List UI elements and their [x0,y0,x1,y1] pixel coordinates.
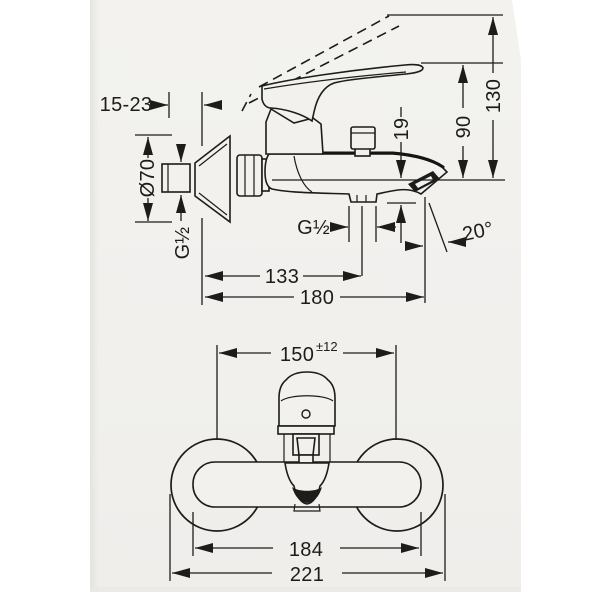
escutcheon-inner-line-bottom [198,192,228,216]
lever-raised-dashed-outline [241,15,400,112]
side-view-drawing: 15-23 Ø70 G½ 19 90 130 G½ 20° 133 180 [100,14,505,309]
dim-label-body-width: 184 [289,539,323,561]
paper-bottom-edge-shadow [90,587,521,592]
handle-front-inner-line [280,395,334,402]
outlet-angle-line [428,202,448,253]
hex-nut-flats [244,155,255,196]
spout-aerator-outlet [408,171,440,192]
side-view-dimensions: 15-23 Ø70 G½ 19 90 130 G½ 20° 133 180 [100,17,505,309]
diverter-knob [350,126,376,157]
dim-label-wall-to-shower-outlet: 133 [265,266,299,288]
shower-outlet-thread-lines [356,195,367,202]
handle-screw-hole [301,409,311,419]
paper-left-edge-shadow [90,0,99,592]
lever-handle [261,63,424,123]
body-front-sides [283,434,331,462]
handle-collar-band [277,425,335,435]
aerator-front-dark [292,487,322,503]
spout-front-bell [284,462,330,505]
dim-label-overall-width: 221 [290,564,324,586]
dim-label-wall-distance: 15-23 [100,94,153,116]
dim-label-connection-centers-tolerance: ±12 [316,339,338,354]
dim-label-handle-height: 90 [453,116,475,139]
dim-label-raised-handle-height: 130 [483,79,505,113]
cartridge-neck [265,107,324,155]
escutcheon-inner-line-top [198,143,228,167]
dim-label-inlet-thread: G½ [172,227,194,260]
wall-escutcheon-cone [194,134,231,224]
handle-front [277,371,336,435]
dim-label-outlet-drop: 19 [391,118,413,141]
front-view-dimensions: 150 ±12 184 221 [169,339,446,586]
body-inner-curve [293,155,313,193]
inlet-pipe [161,163,191,193]
spout-front [284,462,330,512]
front-view-drawing: 150 ±12 184 221 [169,339,446,586]
diverter-front [283,433,331,464]
diverter-front-knob [296,437,316,456]
diverter-knob-cap [350,126,376,150]
dim-label-escutcheon-diameter: Ø70 [137,159,159,198]
dim-label-wall-to-spout-tip: 180 [300,287,334,309]
diverter-front-foot [298,454,314,464]
lever-inner-line [263,71,407,90]
hex-nut [236,154,263,197]
aerator-front-bracket [293,503,321,512]
body-top-edge [267,151,445,169]
wall-connection [161,134,270,224]
dim-label-shower-outlet-thread: G½ [297,217,330,239]
dim-label-connection-centers: 150 [280,344,314,366]
